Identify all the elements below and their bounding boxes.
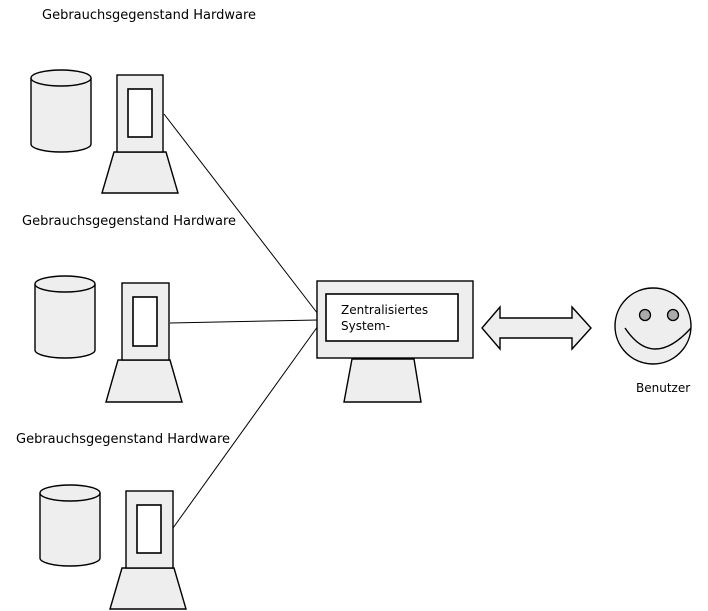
bidirectional-arrow-icon [481, 305, 592, 351]
connector-device-3 [172, 325, 319, 529]
device-1: Gebrauchsgegenstand Hardware [30, 8, 256, 194]
device-2-label: Gebrauchsgegenstand Hardware [22, 214, 236, 229]
central-system-monitor: Zentralisiertes System- [316, 280, 474, 403]
connector-device-2 [169, 319, 319, 324]
computer-tower-icon [101, 74, 179, 194]
monitor-screen [325, 293, 459, 342]
user-label: Benutzer [636, 381, 690, 395]
connector-device-1 [163, 113, 319, 315]
central-system-label-line1: Zentralisiertes [341, 303, 428, 317]
computer-tower-icon [105, 282, 183, 403]
computer-tower-icon [109, 490, 187, 610]
database-icon [34, 275, 96, 359]
device-3: Gebrauchsgegenstand Hardware [16, 432, 230, 610]
central-system-label-line2: System- [341, 319, 390, 333]
user: Benutzer [614, 287, 692, 395]
smiley-face-icon [614, 287, 692, 365]
device-2: Gebrauchsgegenstand Hardware [22, 214, 236, 403]
monitor-stand [343, 358, 422, 403]
database-icon [30, 69, 92, 153]
device-3-label: Gebrauchsgegenstand Hardware [16, 432, 230, 447]
device-1-label: Gebrauchsgegenstand Hardware [42, 8, 256, 23]
database-icon [39, 484, 101, 567]
